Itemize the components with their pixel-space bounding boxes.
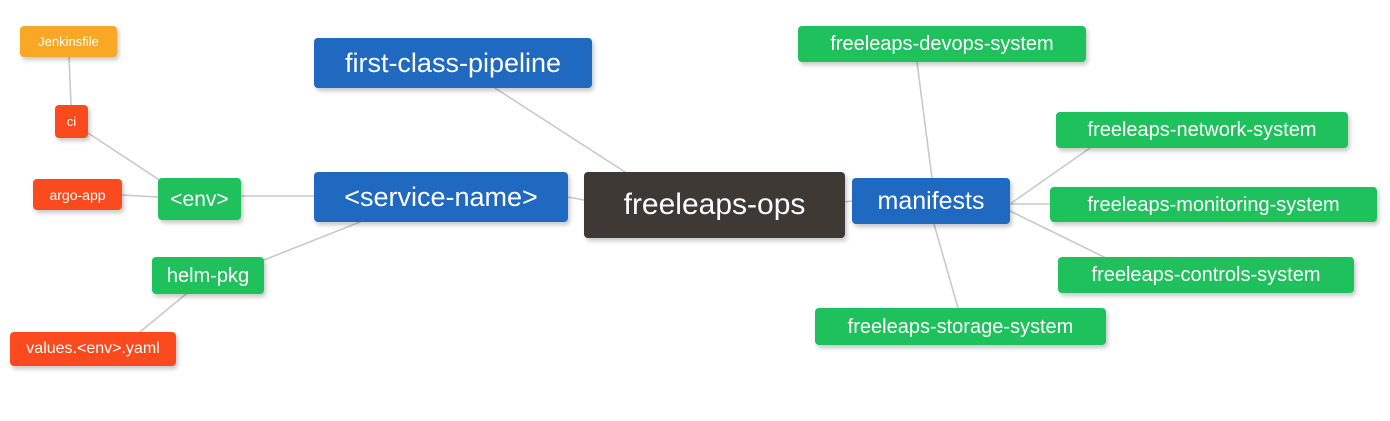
node-monitoring-sys[interactable]: freeleaps-monitoring-system — [1050, 187, 1377, 222]
edge-service-name-to-freeleaps-ops — [567, 196, 585, 201]
edge-manifests-to-network-sys — [1009, 147, 1091, 205]
node-controls-sys[interactable]: freeleaps-controls-system — [1058, 257, 1354, 293]
node-env[interactable]: <env> — [158, 178, 241, 220]
edge-ci-to-env — [87, 132, 162, 182]
node-storage-sys[interactable]: freeleaps-storage-system — [815, 308, 1106, 345]
node-pipeline[interactable]: first-class-pipeline — [314, 38, 592, 88]
edge-jenkinsfile-to-ci — [68, 56, 72, 106]
edge-argo-app-to-env — [121, 194, 159, 198]
node-argo-app[interactable]: argo-app — [33, 179, 122, 210]
edge-manifests-to-devops-sys — [916, 61, 933, 179]
node-jenkinsfile[interactable]: Jenkinsfile — [20, 26, 117, 57]
edge-helm-pkg-to-service-name — [263, 221, 361, 261]
node-ci[interactable]: ci — [55, 105, 88, 138]
node-manifests[interactable]: manifests — [852, 178, 1010, 224]
node-devops-sys[interactable]: freeleaps-devops-system — [798, 26, 1086, 62]
edge-manifests-to-controls-sys — [1009, 210, 1105, 258]
edge-values-yaml-to-helm-pkg — [139, 293, 187, 333]
node-helm-pkg[interactable]: helm-pkg — [152, 257, 264, 294]
node-freeleaps-ops[interactable]: freeleaps-ops — [584, 172, 845, 238]
node-values-yaml[interactable]: values.<env>.yaml — [10, 332, 176, 366]
edge-manifests-to-storage-sys — [933, 223, 959, 309]
node-network-sys[interactable]: freeleaps-network-system — [1056, 112, 1348, 148]
edge-pipeline-to-freeleaps-ops — [494, 87, 626, 173]
node-service-name[interactable]: <service-name> — [314, 172, 568, 222]
edge-freeleaps-ops-to-manifests — [844, 200, 853, 203]
